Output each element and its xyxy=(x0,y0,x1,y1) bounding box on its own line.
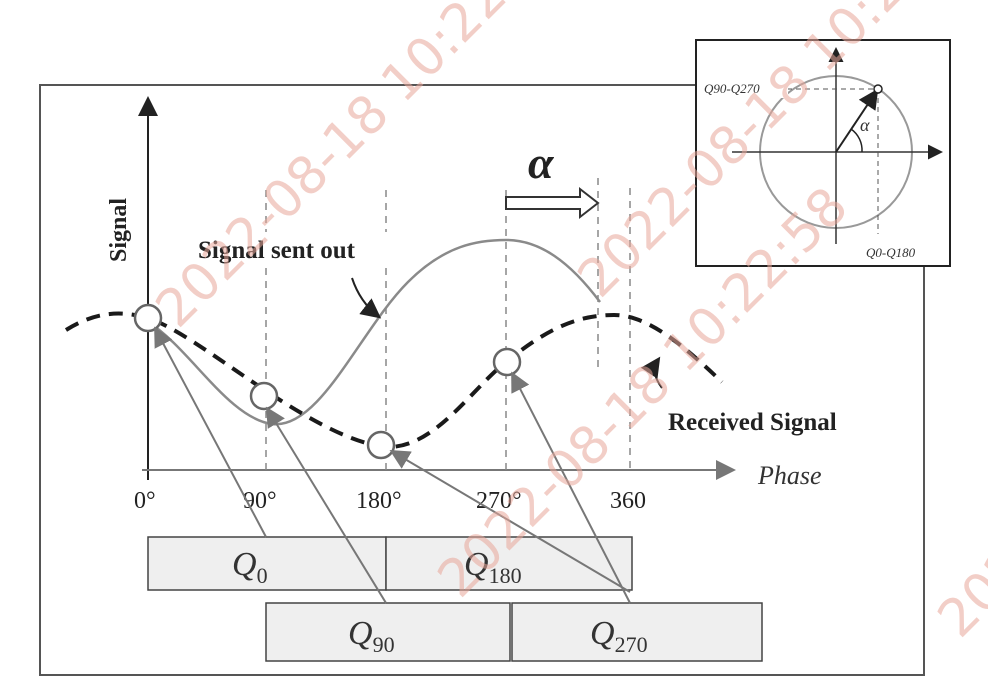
arrow-q0-to-sample xyxy=(154,326,267,538)
y-axis-label: Signal xyxy=(106,198,132,262)
phase-shift-symbol: α xyxy=(528,137,555,188)
svg-text:2022-08-18 10:22:58: 2022-08-18 10:22:58 xyxy=(927,216,988,649)
bucket-q90-label: Q90 xyxy=(348,615,395,657)
sent-label-pointer xyxy=(351,277,382,319)
x-axis-label: Phase xyxy=(757,461,822,490)
received-label-pointer xyxy=(640,356,663,389)
arrow-q180-to-sample xyxy=(389,449,631,593)
bucket-q270 xyxy=(511,602,763,662)
inset-phasor xyxy=(835,88,879,153)
phase-tick-labels: 0° 90° 180° 270° 360 xyxy=(134,488,646,514)
received-signal-curve xyxy=(64,311,724,450)
sent-signal-label: Signal sent out xyxy=(198,237,356,264)
sample-point-270 xyxy=(492,347,522,377)
arrow-q90-to-sample xyxy=(265,406,387,604)
bucket-row-top: Q0 Q180 xyxy=(147,536,633,591)
phase-shift-arrow xyxy=(505,186,600,220)
inset-angle-label: α xyxy=(860,115,870,135)
tick-90: 90° xyxy=(243,488,277,514)
arrow-q270-to-sample xyxy=(511,371,631,604)
sent-signal-curve xyxy=(147,238,601,426)
inset-x-label: Q0-Q180 xyxy=(866,245,916,260)
tick-270: 270° xyxy=(476,488,522,514)
bucket-q180 xyxy=(385,536,633,591)
sample-points xyxy=(133,303,522,460)
inset-angle-arc xyxy=(850,128,863,153)
tick-180: 180° xyxy=(356,488,402,514)
bucket-q270-label: Q270 xyxy=(590,615,648,657)
inset-y-label: Q90-Q270 xyxy=(704,81,760,96)
received-signal-label: Received Signal xyxy=(668,409,837,436)
tick-360: 360 xyxy=(610,488,646,514)
tick-0: 0° xyxy=(134,488,156,514)
sample-point-0 xyxy=(133,303,163,333)
bucket-to-sample-arrows xyxy=(154,326,631,604)
inset-y-label-bg xyxy=(700,78,788,98)
phase-gridlines xyxy=(265,178,631,470)
bucket-q90 xyxy=(265,602,511,662)
sent-label-bg xyxy=(192,232,414,266)
bucket-row-bottom: Q90 Q270 xyxy=(265,602,763,662)
sample-point-180 xyxy=(366,430,396,460)
bucket-q180-label: Q180 xyxy=(464,546,522,588)
inset-phasor-tip xyxy=(873,84,883,94)
bucket-q0-label: Q0 xyxy=(232,546,268,588)
sample-point-90 xyxy=(249,381,279,411)
inset-phase-diagram: α Q90-Q270 Q0-Q180 xyxy=(695,39,951,267)
